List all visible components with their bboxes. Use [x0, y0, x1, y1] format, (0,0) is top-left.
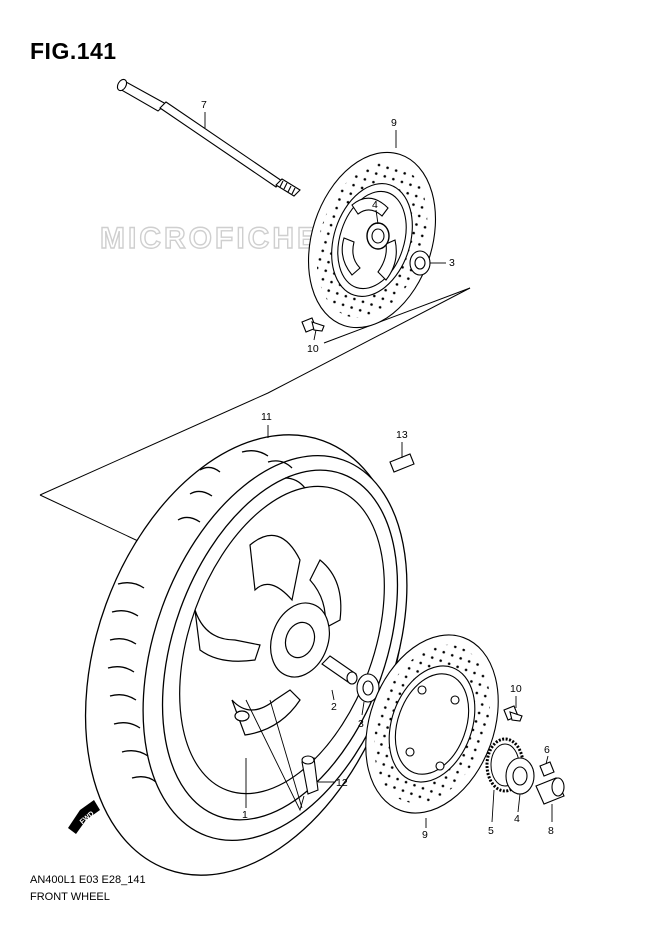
- callout-10-top: 10: [307, 343, 319, 355]
- forward-arrow-icon: FWD: [68, 800, 100, 834]
- balance-weight: [389, 453, 415, 473]
- figure-caption: FRONT WHEEL: [30, 891, 110, 903]
- callout-5: 5: [488, 825, 494, 837]
- bearing-middle: [356, 673, 380, 703]
- callout-11: 11: [261, 411, 272, 423]
- disc-bolt-right: [503, 705, 523, 722]
- figure-title: FIG.141: [30, 38, 117, 64]
- tire-valve: [301, 755, 319, 795]
- spacer: [321, 655, 358, 685]
- speed-sensor-rotor: [505, 757, 535, 795]
- axle-shaft: [116, 78, 301, 197]
- callout-10-right: 10: [510, 683, 522, 695]
- callout-4-bottom: 4: [514, 813, 520, 825]
- callout-labels: 7 9 4 3 10 11 13 2 3 10 6 12 1 9 5 4 8: [201, 99, 554, 841]
- callout-8: 8: [548, 825, 554, 837]
- disc-bolt-top: [301, 317, 325, 333]
- callout-3-top: 3: [449, 257, 455, 269]
- callout-6: 6: [544, 744, 550, 756]
- callout-4-top: 4: [372, 199, 378, 211]
- callout-1: 1: [242, 809, 248, 821]
- figure-code: AN400L1 E03 E28_141: [30, 874, 146, 886]
- callout-12: 12: [336, 777, 348, 789]
- callout-9-top: 9: [391, 117, 397, 129]
- leader-lines: [204, 112, 553, 828]
- screw: [539, 761, 555, 777]
- brake-disc-bottom: [365, 634, 499, 814]
- bearing-top: [409, 250, 431, 276]
- callout-9-bottom: 9: [422, 829, 428, 841]
- collar: [535, 777, 565, 805]
- callout-3-mid: 3: [358, 718, 364, 730]
- callout-7: 7: [201, 99, 207, 111]
- wheel-rim: [179, 485, 385, 795]
- brake-disc-top: [307, 151, 437, 329]
- callout-13: 13: [396, 429, 408, 441]
- callout-2: 2: [331, 701, 337, 713]
